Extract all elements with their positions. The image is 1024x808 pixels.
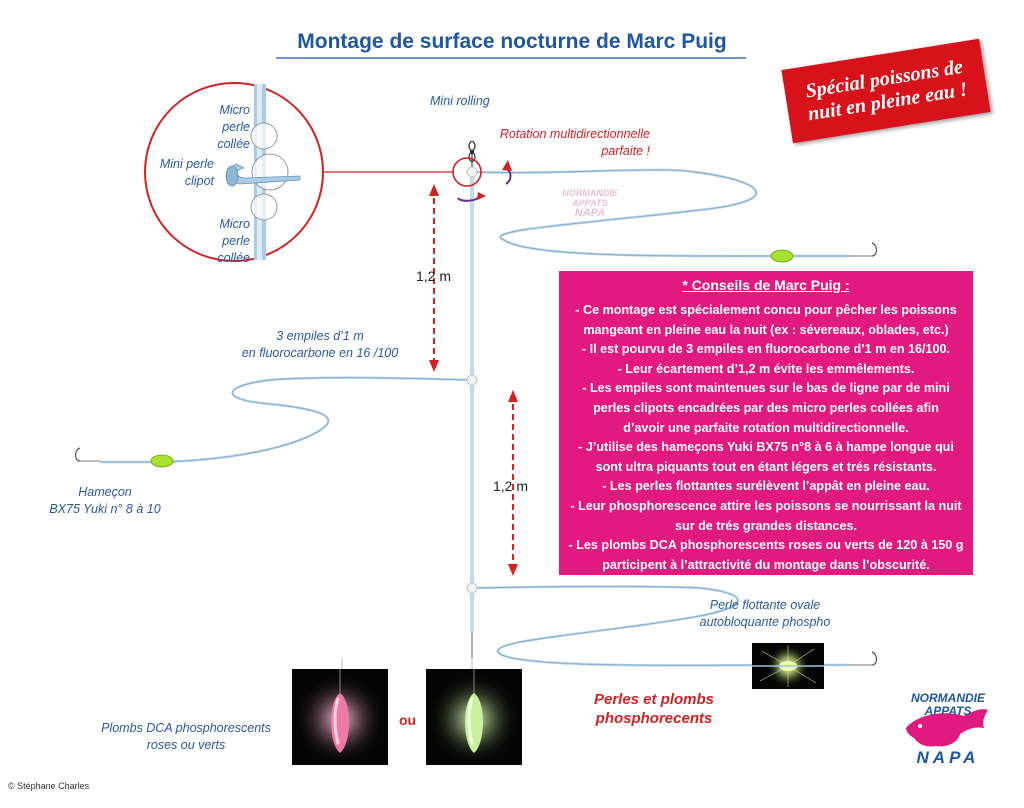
snood-middle-inner — [100, 377, 471, 463]
hook-icon — [871, 651, 878, 666]
float-bead-icon — [770, 249, 794, 263]
copyright: © Stéphane Charles — [8, 781, 90, 791]
logo-line-3: NAPA — [916, 748, 980, 767]
snood-top — [473, 168, 850, 258]
advice-line: - Les perles flottantes surélèvent l’app… — [602, 479, 930, 494]
watermark-logo: NORMANDIE APPATS NAPA — [562, 188, 618, 219]
advice-line: - Les plombs DCA phosphorescents roses o… — [568, 538, 964, 553]
advice-line: perles clipots encadrées par des micro p… — [593, 400, 939, 415]
lead-weight-icon — [294, 669, 386, 765]
advice-line: - Ce montage est spécialement concu pour… — [575, 303, 957, 317]
float-bead-icon — [150, 454, 174, 468]
label-float: Perle flottante ovale autobloquante phos… — [699, 598, 831, 629]
label-beads-weights: Perles et plombs phosphorecents — [593, 691, 715, 727]
label-swivel: Mini rolling — [430, 94, 490, 108]
label-micro-bead-top: Micro perle collée — [217, 103, 250, 151]
logo-line-1: NORMANDIE — [911, 691, 985, 705]
hook-icon — [74, 447, 81, 462]
magnifier-callout-icon — [144, 82, 324, 262]
fish-logo-icon — [906, 709, 988, 747]
label-rotation: Rotation multidirectionnelle parfaite ! — [499, 127, 650, 158]
label-weights: Plombs DCA phosphorescents roses ou vert… — [101, 721, 271, 752]
logo-line-2: APPATS — [924, 704, 972, 718]
snood-top-inner — [473, 169, 850, 257]
advice-box: * Conseils de Marc Puig : - Ce montage e… — [559, 271, 973, 575]
snood-bottom-inner — [473, 586, 850, 666]
arrow-head — [508, 390, 518, 402]
label-micro-bead-bottom: Micro perle collée — [217, 217, 250, 265]
advice-line: mangeant en pleine eau la nuit (ex : sév… — [583, 322, 949, 337]
advice-line: - Leur écartement d’1,2 m évite les emmê… — [617, 361, 915, 376]
advice-line: - J’utilise des hameçons Yuki BX75 n°8 à… — [578, 440, 954, 455]
lead-weight-icon — [428, 669, 520, 765]
advice-title: * Conseils de Marc Puig : — [682, 277, 850, 293]
page-title: Montage de surface nocturne de Marc Puig — [297, 30, 727, 53]
arrow-head — [429, 360, 439, 372]
advice-line: participent à l’attractivité du montage … — [602, 557, 930, 572]
rotation-arrow-icon — [457, 160, 512, 202]
label-spacing-bottom: 1,2 m — [493, 478, 529, 494]
snood-middle — [100, 376, 471, 464]
glowing-bead-photo — [752, 643, 824, 689]
hook-icon — [871, 242, 878, 257]
arrow-head — [429, 184, 439, 196]
arrow-head — [508, 564, 518, 576]
advice-line: d’avoir une parfaite rotation multidirec… — [623, 420, 909, 435]
label-snoods: 3 empiles d’1 m en fluorocarbone en 16 /… — [241, 329, 399, 360]
advice-line: - Les empiles sont maintenues sur le bas… — [582, 381, 950, 396]
advice-line: sont ultra piquants tout en étant légers… — [595, 459, 937, 474]
label-clip-bead: Mini perle clipot — [159, 157, 214, 188]
bead-junction — [466, 582, 478, 594]
swivel-icon — [468, 140, 476, 163]
label-hook: Hameçon BX75 Yuki n° 8 à 10 — [49, 485, 161, 516]
label-or: ou — [399, 712, 417, 728]
advice-line: sur de trés grandes distances. — [675, 518, 857, 533]
advice-line: - Leur phosphorescence attire les poisso… — [570, 498, 962, 513]
pink-weight-photo — [292, 669, 388, 765]
brand-logo: NORMANDIE APPATS NAPA — [900, 692, 996, 772]
advice-lines: - Ce montage est spécialement concu pour… — [567, 301, 965, 575]
bead-junction — [466, 166, 478, 178]
bead-junction — [466, 374, 478, 386]
green-weight-photo — [426, 669, 522, 765]
advice-line: - Il est pourvu de 3 empiles en fluoroca… — [581, 342, 951, 357]
label-spacing-top: 1,2 m — [416, 268, 452, 284]
